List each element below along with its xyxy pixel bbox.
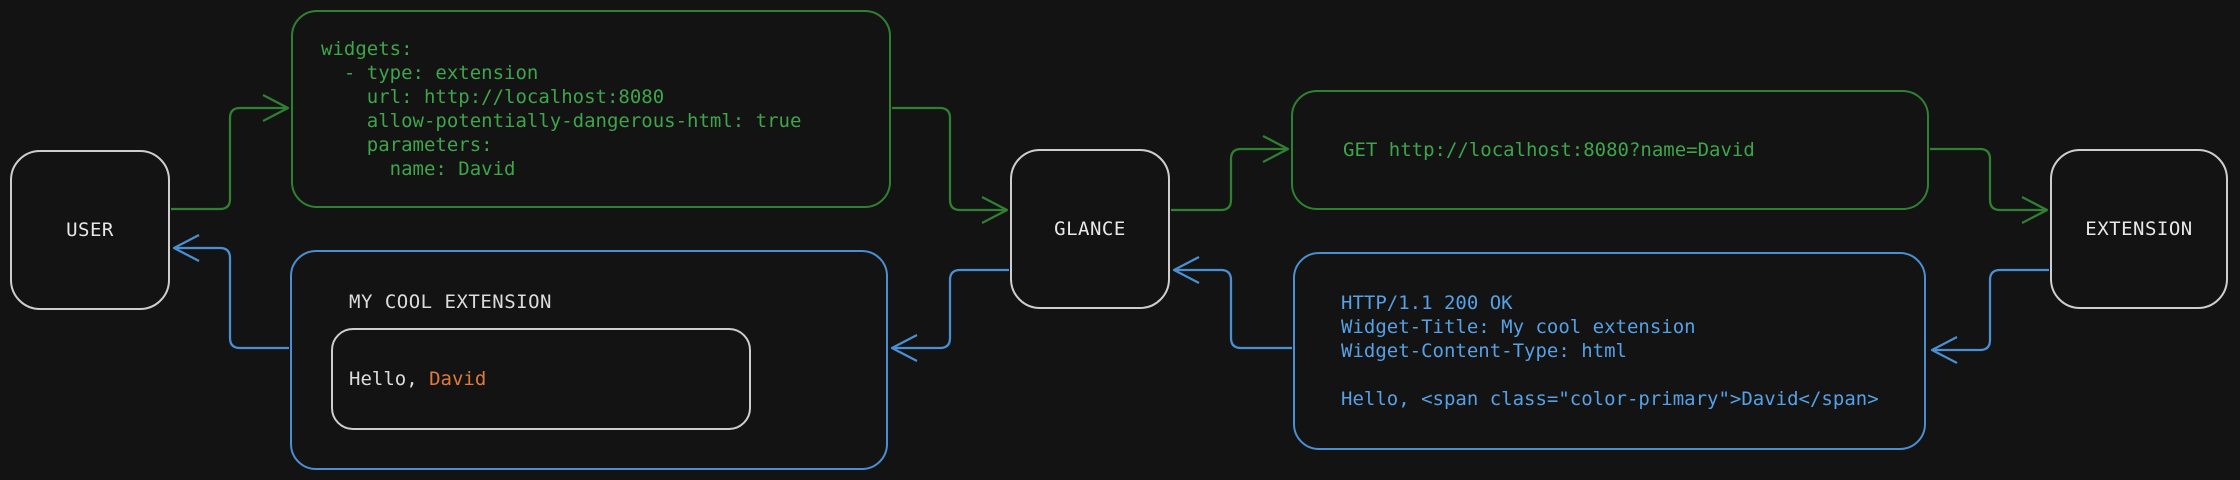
config-line: url: http://localhost:8080 [321,86,665,108]
arrowhead-left-icon [1172,256,1200,284]
arrow-request-to-extension-line [1930,147,2045,212]
message-http-response: HTTP/1.1 200 OK Widget-Title: My cool ex… [1293,252,1926,450]
config-line: name: David [321,158,516,180]
arrowhead-left-icon [172,234,200,262]
arrow-response-to-glance [1172,256,1292,350]
response-line: Widget-Title: My cool extension [1341,316,1696,338]
arrow-glance-to-request [1171,135,1290,212]
config-line: widgets: [321,38,413,60]
get-request-line: GET http://localhost:8080?name=David [1343,139,1755,161]
arrow-extension-to-response [1930,268,2049,364]
node-glance: GLANCE [1010,149,1170,309]
arrow-glance-to-widget [890,268,1009,362]
config-line: - type: extension [321,62,539,84]
widget-hello-box: Hello, David [331,328,751,430]
response-line: Hello, <span class="color-primary">David… [1341,388,1879,410]
config-line: parameters: [321,134,493,156]
greeting-name: David [429,368,487,390]
arrowhead-right-icon [1262,135,1290,163]
arrow-response-to-glance-line [1176,268,1292,350]
arrowhead-right-icon [981,196,1009,224]
arrowhead-left-icon [890,334,918,362]
node-extension-label: EXTENSION [2085,218,2193,240]
arrow-glance-to-widget-line [894,268,1009,350]
arrow-user-to-config-line [171,106,286,211]
widget-preview-panel: MY COOL EXTENSION Hello, David [290,250,888,470]
response-line [1341,363,1924,387]
arrow-request-to-extension [1930,147,2049,224]
response-line: HTTP/1.1 200 OK [1341,292,1513,314]
config-line: allow-potentially-dangerous-html: true [321,110,802,132]
arrowhead-right-icon [262,94,290,122]
node-user-label: USER [66,219,114,241]
arrow-widget-to-user [172,234,289,350]
node-extension: EXTENSION [2050,149,2228,309]
widget-preview-title: MY COOL EXTENSION [349,291,552,313]
arrowhead-left-icon [1930,336,1958,364]
arrow-user-to-config [171,94,290,211]
response-line: Widget-Content-Type: html [1341,340,1627,362]
message-get-request: GET http://localhost:8080?name=David [1291,90,1929,210]
arrowhead-right-icon [2021,196,2049,224]
arrow-glance-to-request-line [1171,147,1286,212]
arrow-config-to-glance-line [892,106,1005,212]
arrow-config-to-glance [892,106,1009,224]
node-user: USER [10,150,170,310]
arrow-extension-to-response-line [1934,268,2049,352]
arrow-widget-to-user-line [176,246,289,350]
node-glance-label: GLANCE [1054,218,1126,240]
greeting-prefix: Hello, [349,368,430,390]
message-widget-config: widgets: - type: extension url: http://l… [291,10,891,208]
